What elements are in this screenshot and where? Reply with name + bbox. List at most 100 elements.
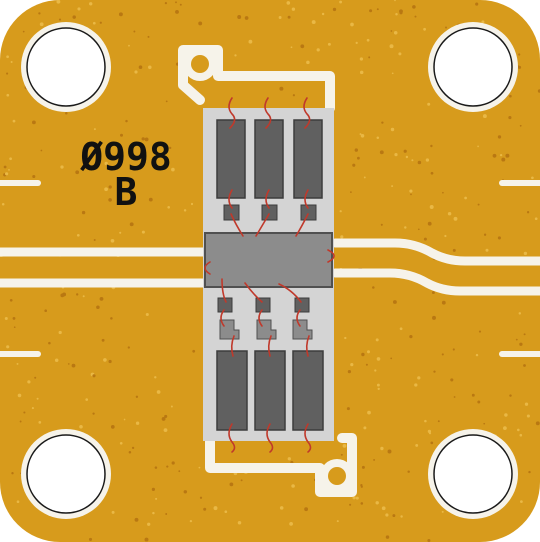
substrate-dot — [321, 12, 325, 16]
substrate-dot — [509, 394, 512, 397]
substrate-dot — [164, 414, 168, 418]
substrate-dot — [6, 345, 10, 349]
substrate-dot — [152, 511, 155, 515]
substrate-dot — [389, 44, 394, 49]
substrate-dot — [311, 20, 316, 25]
substrate-dot — [153, 150, 156, 154]
substrate-dot — [65, 112, 68, 115]
substrate-dot — [417, 376, 421, 380]
substrate-dot — [481, 20, 485, 24]
substrate-dot — [165, 513, 168, 515]
rf-out-line — [335, 248, 540, 286]
substrate-dot — [81, 210, 86, 215]
rf-out-lower-edge — [330, 268, 540, 296]
capacitor-top-3 — [293, 119, 323, 199]
substrate-dot — [44, 309, 48, 313]
substrate-dot — [198, 21, 203, 26]
substrate-dot — [96, 305, 100, 310]
substrate-dot — [165, 100, 168, 103]
substrate-dot — [441, 353, 444, 356]
substrate-dot — [414, 383, 418, 387]
substrate-dot — [492, 153, 497, 158]
substrate-dot — [300, 44, 305, 49]
substrate-dot — [164, 1, 168, 5]
substrate-dot — [279, 506, 284, 510]
substrate-dot — [289, 522, 293, 526]
substrate-dot — [16, 362, 19, 365]
substrate-dot — [445, 26, 447, 29]
substrate-dot — [134, 70, 138, 74]
substrate-dot — [22, 30, 25, 33]
substrate-dot — [380, 223, 383, 226]
substrate-dot — [144, 537, 149, 542]
substrate-dot — [359, 57, 364, 61]
bond-wire — [230, 335, 235, 357]
substrate-dot — [394, 0, 396, 2]
substrate-dot — [399, 327, 403, 331]
capacitor-top-1 — [216, 119, 246, 199]
substrate-dot — [349, 503, 352, 506]
substrate-dot — [19, 420, 22, 423]
substrate-dot — [92, 374, 96, 378]
substrate-dot — [475, 2, 479, 6]
substrate-dot — [395, 13, 398, 16]
substrate-dot — [429, 205, 434, 209]
substrate-dot — [366, 350, 371, 354]
substrate-dot — [518, 312, 522, 315]
substrate-dot — [108, 198, 112, 202]
substrate-dot — [138, 155, 141, 158]
substrate-dot — [372, 286, 375, 289]
bond-wire — [228, 423, 236, 453]
substrate-dot — [306, 60, 310, 65]
substrate-dot — [32, 174, 36, 179]
substrate-dot — [278, 16, 282, 19]
substrate-dot — [339, 0, 343, 4]
substrate-dot — [350, 22, 354, 27]
substrate-dot — [190, 202, 194, 206]
substrate-dot — [104, 187, 108, 192]
substrate-dot — [171, 461, 175, 465]
substrate-dot — [34, 376, 37, 379]
substrate-dot — [482, 114, 487, 119]
substrate-dot — [291, 484, 295, 488]
substrate-dot — [292, 94, 295, 97]
substrate-dot — [120, 187, 123, 189]
substrate-dot — [393, 31, 398, 35]
substrate-dot — [8, 168, 10, 171]
substrate-dot — [175, 9, 179, 14]
substrate-dot — [6, 93, 10, 97]
substrate-dot — [417, 228, 420, 231]
substrate-dot — [4, 317, 8, 320]
substrate-dot — [134, 517, 139, 522]
substrate-dot — [67, 363, 70, 365]
substrate-dot — [11, 472, 14, 475]
substrate-dot — [192, 349, 196, 353]
substrate-dot — [128, 44, 130, 47]
substrate-dot — [75, 170, 80, 175]
substrate-dot — [141, 137, 145, 141]
substrate-dot — [357, 156, 360, 160]
substrate-dot — [427, 538, 431, 542]
substrate-dot — [85, 398, 89, 401]
substrate-dot — [453, 216, 458, 221]
substrate-dot — [515, 338, 518, 341]
substrate-dot — [360, 485, 363, 488]
substrate-dot — [485, 248, 489, 252]
substrate-dot — [483, 422, 486, 425]
capacitor-bottom-1 — [216, 350, 248, 431]
substrate-dot — [156, 390, 161, 394]
substrate-dot — [279, 86, 284, 91]
bond-wire — [230, 213, 244, 237]
substrate-dot — [352, 163, 356, 167]
substrate-dot — [129, 222, 134, 227]
substrate-dot — [532, 521, 537, 526]
substrate-dot — [415, 443, 419, 447]
substrate-dot — [128, 451, 132, 454]
substrate-dot — [528, 470, 531, 474]
substrate-dot — [10, 60, 13, 64]
substrate-dot — [497, 135, 502, 139]
substrate-dot — [154, 376, 157, 379]
bond-wire — [265, 189, 270, 209]
substrate-dot — [501, 157, 506, 162]
bond-wire — [266, 423, 274, 453]
